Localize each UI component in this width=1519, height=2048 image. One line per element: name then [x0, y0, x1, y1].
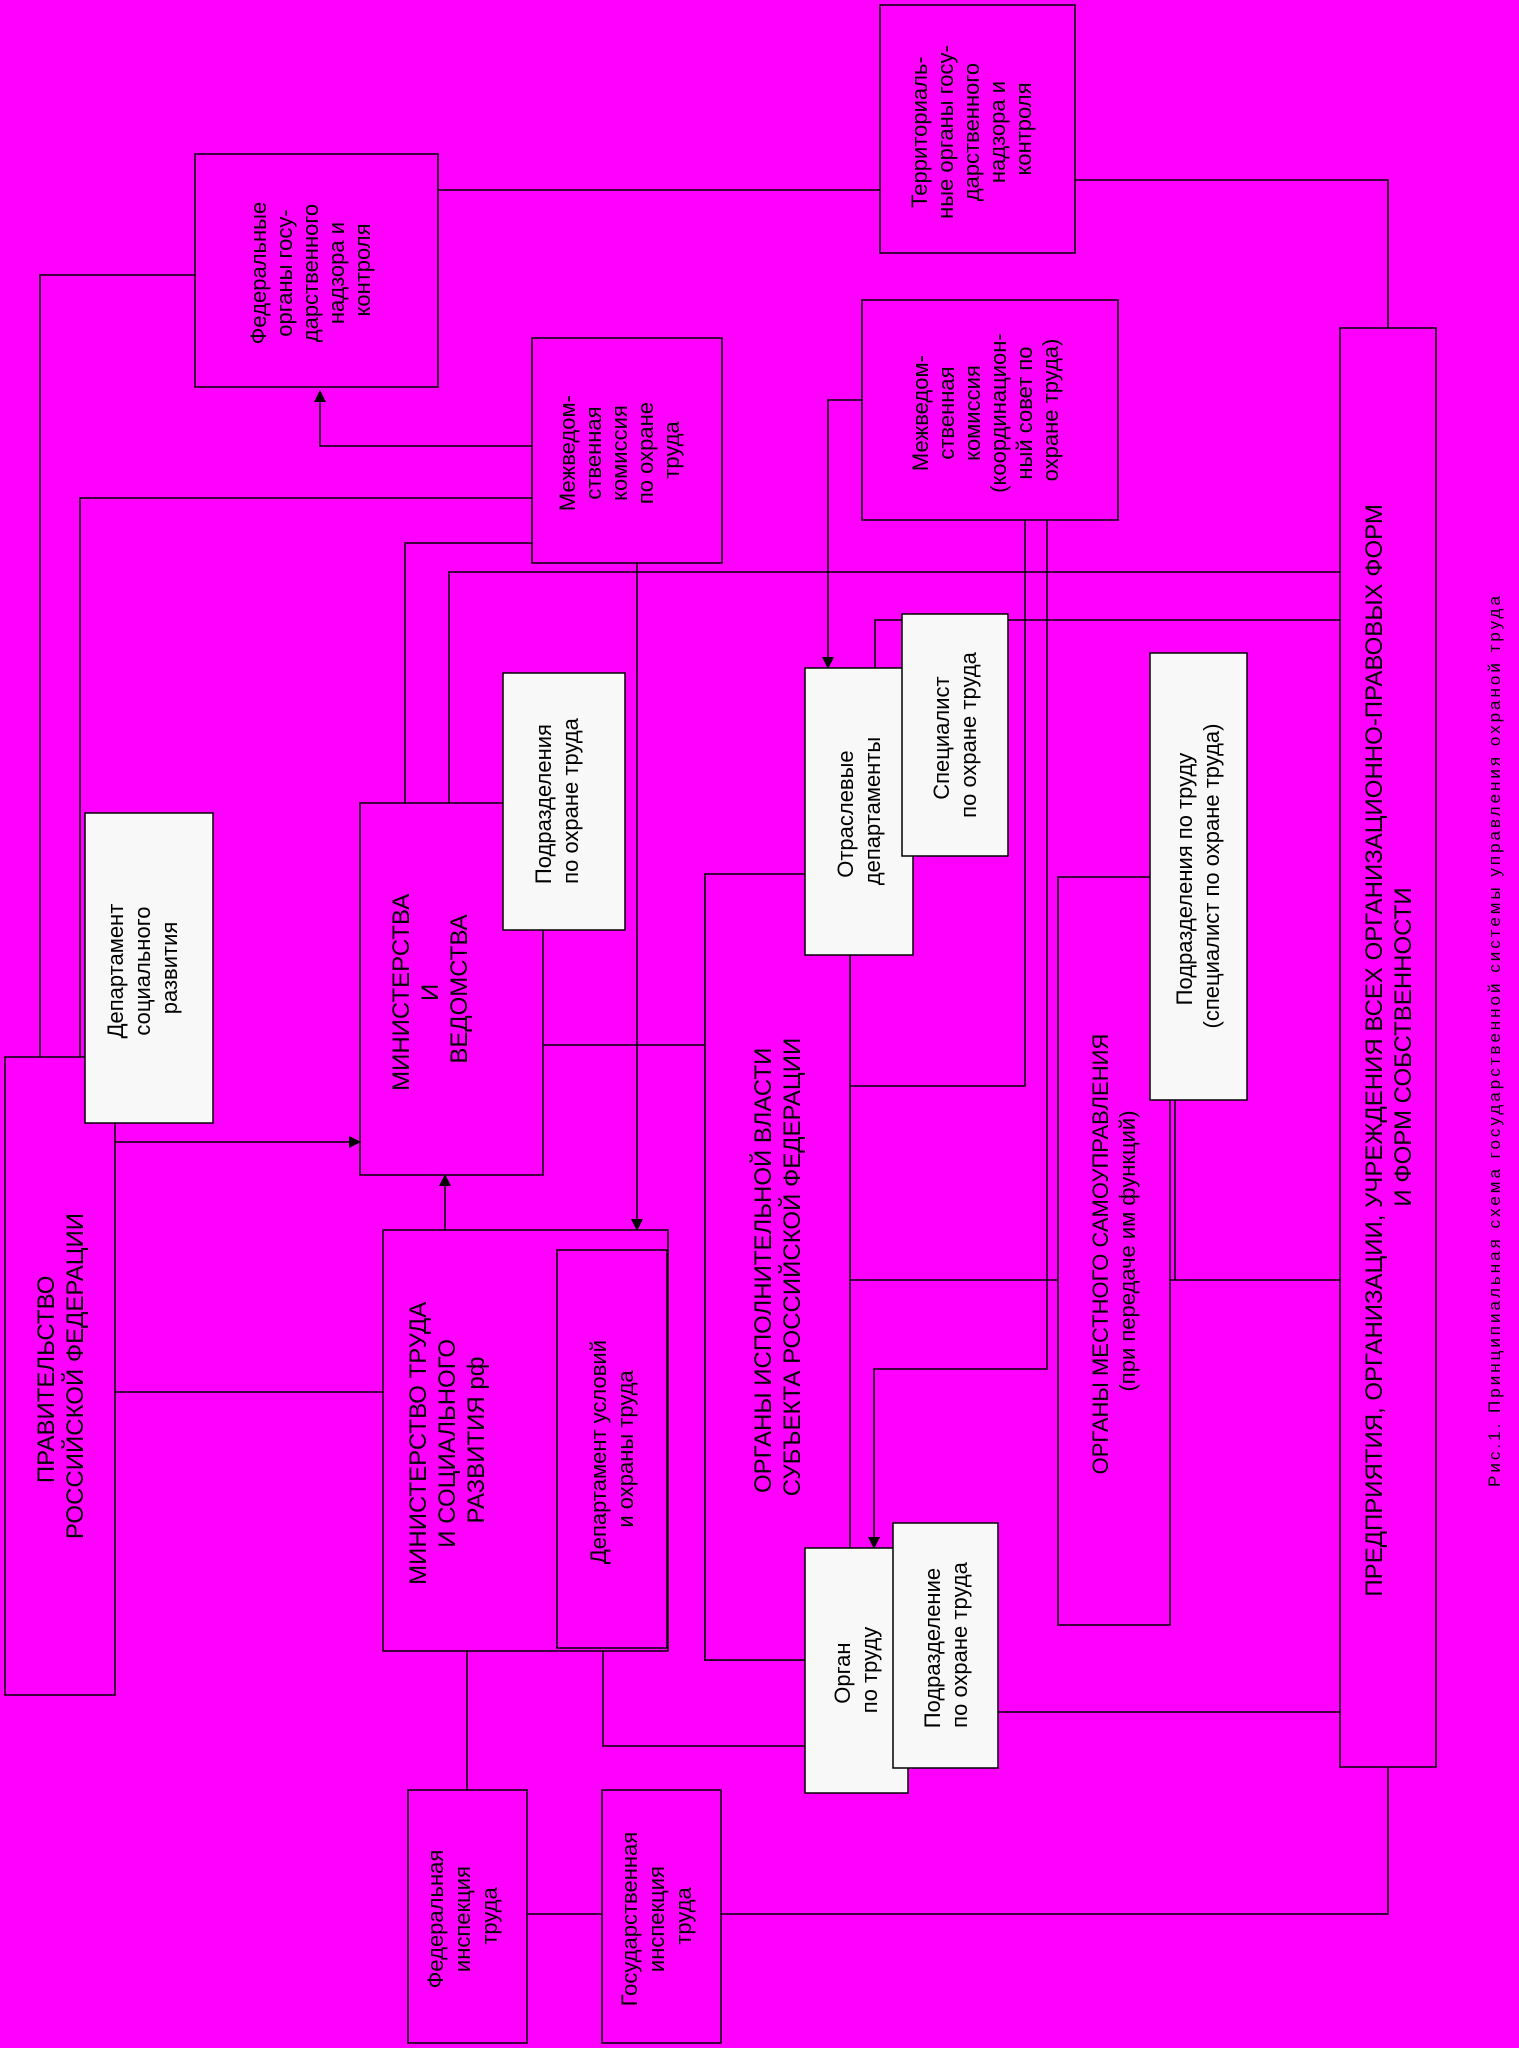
territorial-line-3: дарственного	[959, 63, 984, 201]
exec-subject-line-1: ОРГАНЫ ИСПОЛНИТЕЛЬНОЙ ВЛАСТИ	[749, 1048, 777, 1493]
svg-text:ОРГАНЫ ИСПОЛНИТЕЛЬНОЙ ВЛАСТИ: ОРГАНЫ ИСПОЛНИТЕЛЬНОЙ ВЛАСТИ СУБЪЕКТА РО…	[749, 1038, 806, 1496]
mintrud-line-3: РАЗВИТИЯ рф	[463, 1357, 490, 1524]
svg-text:ПРАВИТЕЛЬСТВО РОССИЙСКОЙ: ПРАВИТЕЛЬСТВО РОССИЙСКОЙ ФЕДЕРАЦИИ	[33, 1213, 89, 1539]
svg-text:МИНИСТЕРСТВО ТРУДА И СОЦ: МИНИСТЕРСТВО ТРУДА И СОЦИАЛЬНОГО РАЗВИТИ…	[405, 1295, 490, 1585]
svg-text:Специалист по охране тру: Специалист по охране труда	[929, 651, 981, 817]
branch-depts-line-1: Отраслевые	[833, 750, 858, 877]
svg-text:Федеральная инспекция: Федеральная инспекция труда	[423, 1844, 502, 1989]
council-line-3: комиссия	[960, 365, 985, 461]
state-inspection-line-2: инспекция	[644, 1866, 669, 1972]
labor-organ-sub-line-1: Подразделение	[920, 1568, 945, 1728]
territorial-line-5: контроля	[1011, 82, 1036, 175]
box-dept-labor: Департамент условий и охраны труда	[556, 1249, 668, 1649]
svg-text:Федеральные органы госу-: Федеральные органы госу- дарственного на…	[246, 196, 375, 345]
box-labor-organ-sub: Подразделение по охране труда	[892, 1522, 999, 1769]
ministries-line-2: И	[417, 984, 444, 1001]
box-branch-depts: Отраслевые департаменты	[804, 667, 914, 956]
dept-labor-line-2: и охраны труда	[613, 1370, 638, 1528]
box-labor-organ: Орган по труду	[804, 1547, 909, 1794]
council-line-1: Межведом-	[908, 355, 933, 471]
local-gov-line-2: (при передаче им функций)	[1115, 1110, 1140, 1391]
federal-organs-line-4: надзора и	[324, 222, 349, 324]
state-inspection-line-3: труда	[671, 1887, 696, 1945]
territorial-line-1: Территориаль-	[907, 56, 932, 208]
local-gov-line-1: ОРГАНЫ МЕСТНОГО САМОУПРАВЛЕНИЯ	[1088, 1034, 1113, 1475]
box-specialist: Специалист по охране труда	[901, 613, 1009, 857]
commission-line-4: по охране	[633, 402, 658, 504]
svg-text:Подразделение по охране: Подразделение по охране труда	[920, 1561, 972, 1728]
svg-text:Межведом- ственная: Межведом- ственная комиссия (координацио…	[908, 327, 1063, 493]
federal-inspection-line-2: инспекция	[450, 1866, 475, 1972]
svg-text:ПРЕДПРИЯТИЯ, ОРГАНИЗАЦИИ, УЧРЕ: ПРЕДПРИЯТИЯ, ОРГАНИЗАЦИИ, УЧРЕЖДЕНИЯ ВСЕ…	[1361, 497, 1417, 1596]
federal-inspection-line-3: труда	[477, 1887, 502, 1945]
box-interdept-council: Межведом- ственная комиссия (координацио…	[861, 299, 1119, 521]
svg-text:Подразделения по охране: Подразделения по охране труда	[531, 717, 583, 884]
box-federal-organs: Федеральные органы госу- дарственного на…	[194, 153, 439, 388]
federal-organs-line-5: контроля	[350, 223, 375, 316]
local-gov-sub-line-2: (специалист по охране труда)	[1199, 724, 1224, 1029]
ministries-sub-line-1: Подразделения	[531, 724, 556, 884]
box-state-inspection: Государственная инспекция труда	[601, 1789, 722, 2044]
box-exec-subject: ОРГАНЫ ИСПОЛНИТЕЛЬНОЙ ВЛАСТИ СУБЪЕКТА РО…	[704, 873, 851, 1661]
svg-text:Орган по труду: Орган по труду	[830, 1627, 882, 1713]
labor-organ-line-1: Орган	[830, 1642, 855, 1703]
svg-text:Департамент условий и ох: Департамент условий и охраны труда	[586, 1334, 638, 1564]
box-government: ПРАВИТЕЛЬСТВО РОССИЙСКОЙ ФЕДЕРАЦИИ	[4, 1056, 116, 1696]
commission-line-5: труда	[659, 421, 684, 479]
enterprises-line-1: ПРЕДПРИЯТИЯ, ОРГАНИЗАЦИИ, УЧРЕЖДЕНИЯ ВСЕ…	[1361, 504, 1388, 1596]
svg-text:ОРГАНЫ МЕСТНОГО САМОУПРАВЛЕНИЯ: ОРГАНЫ МЕСТНОГО САМОУПРАВЛЕНИЯ (при пере…	[1088, 1028, 1140, 1475]
specialist-line-2: по охране труда	[956, 651, 981, 817]
box-local-gov-sub: Подразделения по труду (специалист по ох…	[1149, 652, 1248, 1101]
svg-text:Департамент социального: Департамент социального развития	[103, 898, 182, 1039]
federal-organs-line-3: дарственного	[298, 204, 323, 342]
exec-subject-line-2: СУБЪЕКТА РОССИЙСКОЙ ФЕДЕРАЦИИ	[778, 1038, 806, 1496]
dept-social-line-3: развития	[157, 922, 182, 1015]
territorial-line-4: надзора и	[985, 81, 1010, 183]
box-territorial: Территориаль- ные органы госу- дарственн…	[879, 4, 1076, 254]
territorial-line-2: ные органы госу-	[933, 45, 958, 219]
commission-line-3: комиссия	[607, 405, 632, 501]
box-enterprises: ПРЕДПРИЯТИЯ, ОРГАНИЗАЦИИ, УЧРЕЖДЕНИЯ ВСЕ…	[1339, 327, 1437, 1768]
mintrud-line-1: МИНИСТЕРСТВО ТРУДА	[405, 1302, 432, 1585]
state-inspection-line-1: Государственная	[617, 1832, 642, 2006]
federal-inspection-line-1: Федеральная	[423, 1850, 448, 1989]
ministries-line-3: ВЕДОМСТВА	[446, 914, 473, 1063]
svg-text:Отраслевые департаменты: Отраслевые департаменты	[833, 737, 885, 885]
council-line-2: ственная	[934, 366, 959, 459]
federal-organs-line-2: органы госу-	[272, 209, 297, 336]
commission-line-2: ственная	[581, 406, 606, 499]
svg-text:Подразделения по труду (: Подразделения по труду (специалист по ох…	[1172, 724, 1224, 1029]
box-dept-social: Департамент социального развития	[84, 812, 214, 1124]
mintrud-line-2: И СОЦИАЛЬНОГО	[434, 1339, 461, 1548]
dept-social-line-1: Департамент	[103, 904, 128, 1039]
commission-line-1: Межведом-	[555, 395, 580, 511]
box-ministries-sub: Подразделения по охране труда	[502, 672, 626, 931]
council-line-5: ный совет по	[1012, 346, 1037, 479]
svg-text:Территориаль- ные органы: Территориаль- ные органы госу- дарственн…	[907, 39, 1036, 219]
svg-text:МИНИСТЕРСТВА И ВЕД: МИНИСТЕРСТВА И ВЕДОМСТВА	[388, 887, 473, 1091]
federal-organs-line-1: Федеральные	[246, 202, 271, 345]
dept-labor-line-1: Департамент условий	[586, 1340, 611, 1564]
ministries-sub-line-2: по охране труда	[558, 717, 583, 883]
box-interdept-commission: Межведом- ственная комиссия по охране тр…	[531, 337, 723, 564]
council-line-6: охране труда)	[1038, 339, 1063, 482]
labor-organ-line-2: по труду	[857, 1627, 882, 1713]
box-federal-inspection: Федеральная инспекция труда	[407, 1789, 528, 2044]
government-line-2: РОССИЙСКОЙ ФЕДЕРАЦИИ	[61, 1213, 89, 1539]
svg-text:Межведом- ственная: Межведом- ственная комиссия по охране тр…	[555, 389, 684, 511]
ministries-line-1: МИНИСТЕРСТВА	[388, 894, 415, 1091]
government-line-1: ПРАВИТЕЛЬСТВО	[33, 1276, 60, 1484]
labor-organ-sub-line-2: по охране труда	[947, 1561, 972, 1727]
dept-social-line-2: социального	[130, 907, 155, 1036]
council-line-4: (координацион-	[986, 333, 1011, 493]
branch-depts-line-2: департаменты	[860, 737, 885, 885]
enterprises-line-2: И ФОРМ СОБСТВЕННОСТИ	[1390, 887, 1417, 1206]
figure-caption: Рис.1. Принципиальная схема государствен…	[1485, 593, 1504, 1487]
local-gov-sub-line-1: Подразделения по труду	[1172, 753, 1197, 1006]
specialist-line-1: Специалист	[929, 676, 954, 799]
svg-text:Государственная инспекци: Государственная инспекция труда	[617, 1826, 696, 2007]
